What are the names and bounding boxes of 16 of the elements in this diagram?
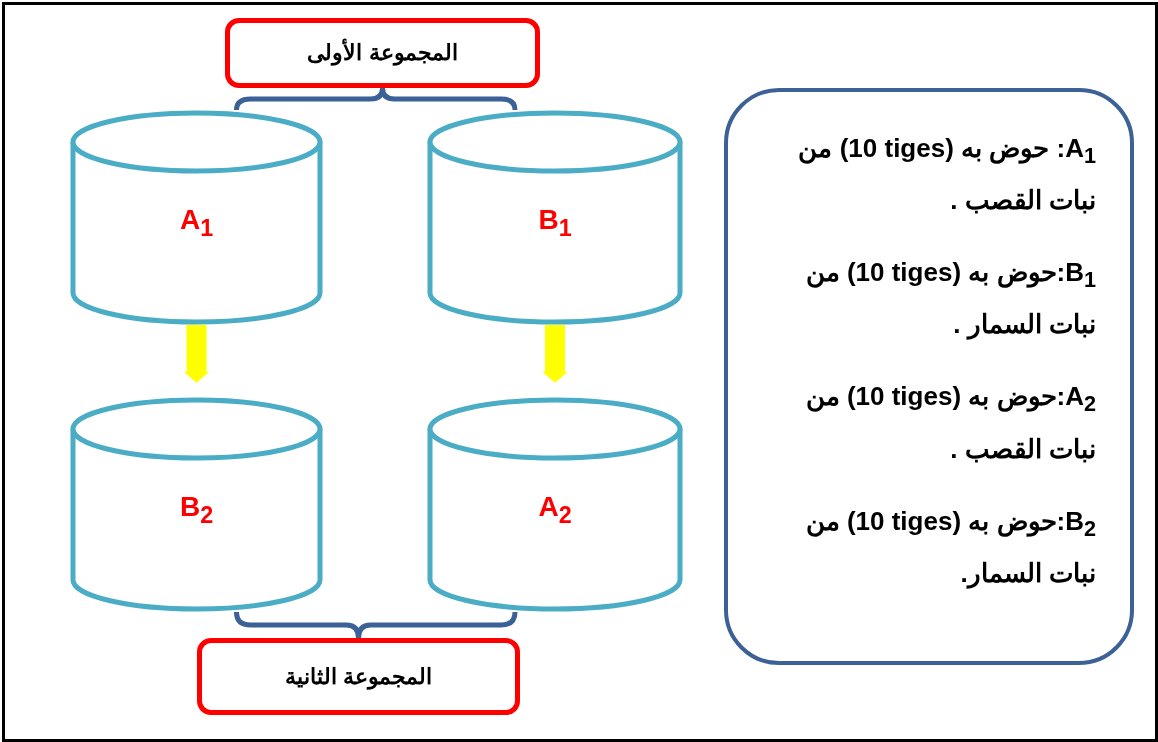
cylinder xyxy=(427,110,683,325)
group-box xyxy=(197,638,520,715)
arrow xyxy=(184,325,209,383)
notes-panel xyxy=(724,88,1134,665)
cylinder xyxy=(70,397,323,612)
bracket-connector xyxy=(356,611,518,639)
tank-label: B$_{2}$ xyxy=(179,490,214,529)
group-title: المجموعة الثانية xyxy=(284,663,433,690)
tank-label: B$_{1}$ xyxy=(538,203,572,242)
cylinder xyxy=(427,397,683,612)
tank-label: A$_{1}$ xyxy=(179,203,214,242)
arrow xyxy=(542,325,568,383)
tank-label: A$_{2}$ xyxy=(538,490,572,529)
group-box xyxy=(225,18,540,88)
group-title: المجموعة الأولى xyxy=(307,40,458,66)
cylinder xyxy=(70,110,323,325)
